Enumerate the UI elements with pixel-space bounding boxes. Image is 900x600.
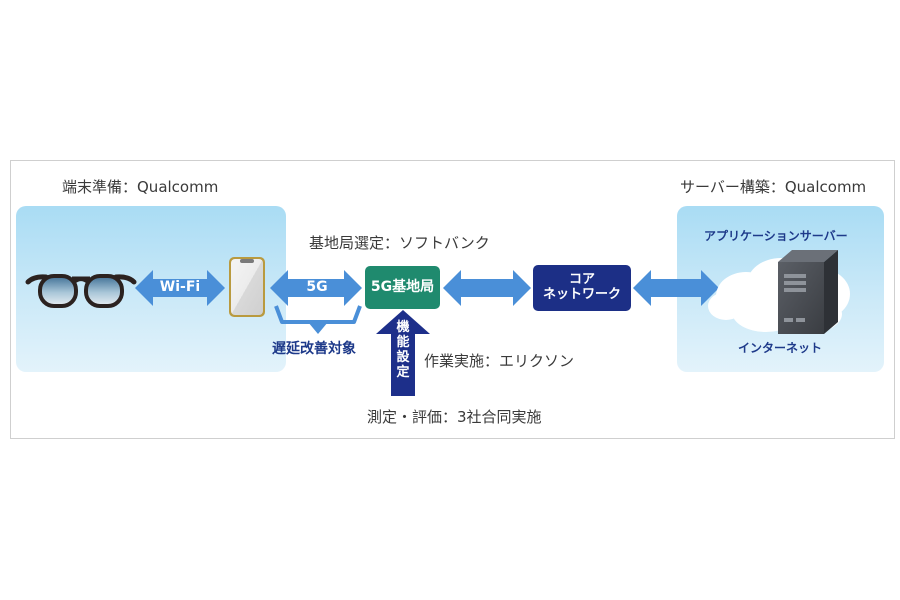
function-config-arrow: [376, 310, 430, 396]
internet-label: インターネット: [738, 341, 823, 355]
latency-bracket: [274, 305, 362, 334]
backhaul-link-arrow: [443, 270, 531, 306]
core-network-label-line1: コア: [568, 272, 595, 288]
work-execution-label: 作業実施：エリクソン: [424, 352, 575, 370]
base-station-selection-label: 基地局選定：ソフトバンク: [309, 234, 490, 252]
5g-base-station-label: 5G基地局: [370, 279, 435, 296]
config-char: 設: [396, 350, 410, 365]
title-server-construction: サーバー構築：Qualcomm: [680, 178, 867, 196]
internet-link-arrow: [633, 270, 719, 306]
title-device-preparation: 端末準備：Qualcomm: [62, 178, 219, 196]
5g-label: 5G: [306, 279, 328, 295]
5g-base-station-node: 5G基地局: [365, 266, 440, 309]
measurement-label: 測定・評価：3社合同実施: [367, 408, 542, 426]
smartphone-icon: [229, 257, 265, 317]
latency-target-label: 遅延改善対象: [272, 341, 356, 357]
core-network-node: コア ネットワーク: [533, 265, 631, 311]
config-char: 能: [396, 335, 410, 350]
core-network-label-line2: ネットワーク: [542, 287, 621, 302]
5g-link-arrow: [270, 270, 362, 306]
app-server-label: アプリケーションサーバー: [704, 229, 848, 243]
smart-glasses-icon: [25, 274, 137, 308]
function-config-label: 機 能 設 定: [391, 320, 415, 380]
application-server-icon: [778, 250, 838, 334]
config-char: 定: [396, 365, 410, 380]
wifi-label: Wi-Fi: [159, 279, 201, 295]
wifi-link-arrow: [135, 270, 225, 306]
config-char: 機: [396, 320, 410, 335]
